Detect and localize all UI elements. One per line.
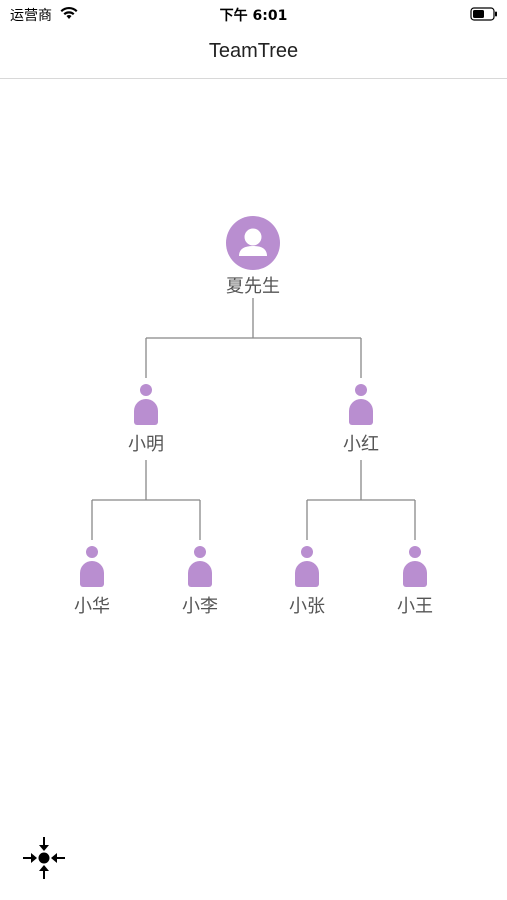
wifi-icon — [60, 6, 78, 19]
battery-icon — [470, 7, 497, 21]
tree-node-label: 小红 — [343, 434, 379, 455]
person-icon — [346, 384, 376, 428]
collapse-arrows-icon[interactable] — [22, 836, 66, 880]
person-icon — [77, 546, 107, 590]
tree-node-xiaoming[interactable]: 小明 — [106, 384, 186, 456]
tree-node-label: 小王 — [397, 596, 433, 617]
tree-node-label: 小明 — [128, 434, 164, 455]
person-icon — [131, 384, 161, 428]
tree-node-xiaoli[interactable]: 小李 — [160, 546, 240, 618]
user-circle-icon — [226, 216, 280, 270]
tree-node-xiaohong[interactable]: 小红 — [321, 384, 401, 456]
page-title: TeamTree — [208, 40, 299, 62]
tree-node-xiaozhang[interactable]: 小张 — [267, 546, 347, 618]
tree-node-root[interactable]: 夏先生 — [213, 216, 293, 298]
person-icon — [292, 546, 322, 590]
status-time: 下午 6:01 — [219, 8, 288, 24]
tree-node-xiaowang[interactable]: 小王 — [375, 546, 455, 618]
tree-node-label: 小华 — [74, 596, 110, 617]
carrier-label: 运营商 — [10, 8, 52, 24]
tree-node-label: 小李 — [182, 596, 218, 617]
status-bar: 运营商 下午 6:01 — [0, 0, 507, 28]
navigation-bar: TeamTree — [0, 28, 507, 79]
tree-node-label: 夏先生 — [226, 276, 280, 297]
tree-node-xiaohua[interactable]: 小华 — [52, 546, 132, 618]
person-icon — [400, 546, 430, 590]
tree-node-label: 小张 — [289, 596, 325, 617]
person-icon — [185, 546, 215, 590]
